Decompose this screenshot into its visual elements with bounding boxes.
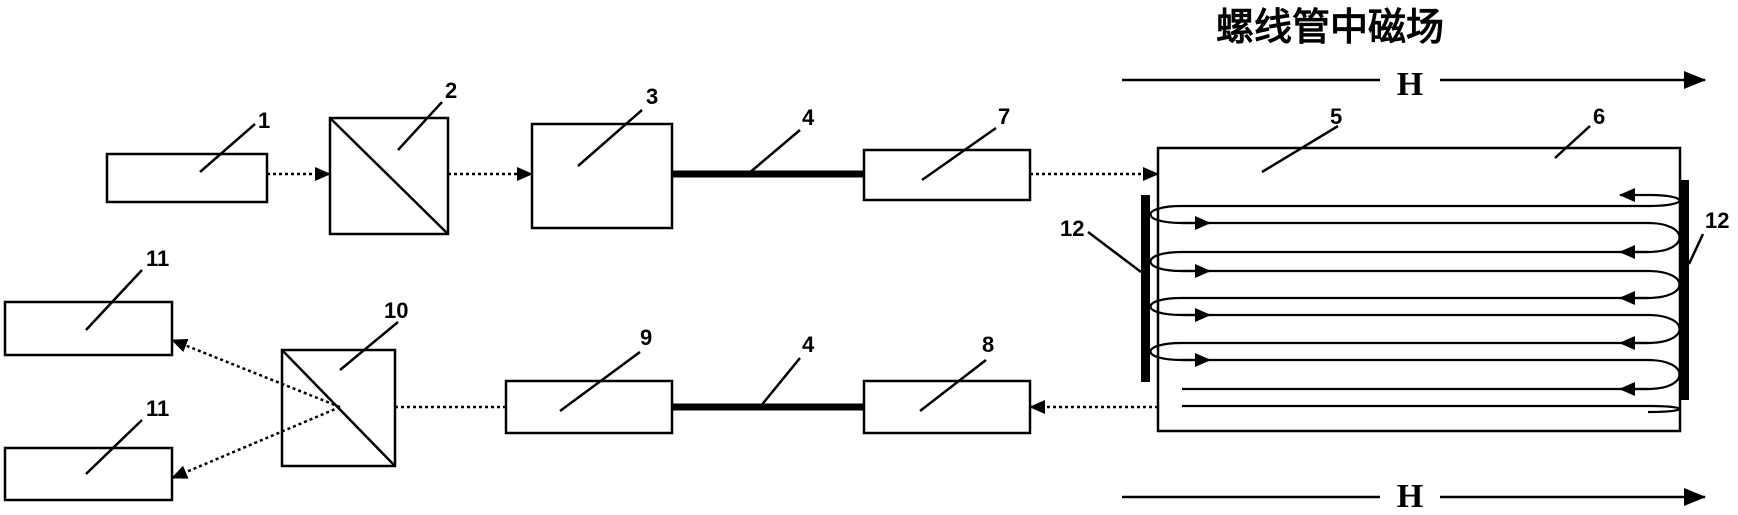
label-3: 3 — [646, 84, 658, 109]
label-5: 5 — [1330, 104, 1342, 129]
label-6: 6 — [1593, 104, 1605, 129]
leader-4a — [747, 129, 801, 175]
light-source-box — [105, 152, 269, 204]
field-label-bg-bottom — [1380, 478, 1440, 514]
leader-10 — [339, 321, 399, 371]
collimator-in-box — [862, 148, 1032, 202]
leader-12b — [1687, 233, 1705, 265]
fiber-coil — [1149, 188, 1681, 414]
end-plate-right — [1680, 180, 1689, 400]
field-label-bg-top — [1380, 62, 1440, 98]
leader-11a — [85, 269, 143, 331]
polarizer-diagonal — [329, 117, 449, 235]
detector-box-bottom — [3, 446, 174, 502]
label-11b: 11 — [146, 396, 169, 421]
leader-5 — [1261, 124, 1339, 174]
label-2: 2 — [445, 78, 457, 103]
leader-7 — [921, 126, 997, 182]
leader-9 — [559, 350, 641, 413]
leader-2 — [397, 101, 443, 151]
diagram-title: 螺线管中磁场 — [1216, 5, 1444, 49]
coupler-box — [530, 122, 674, 230]
label-11a: 11 — [146, 246, 169, 271]
label-4a: 4 — [802, 105, 815, 130]
label-12a: 12 — [1060, 216, 1084, 241]
label-12b: 12 — [1705, 208, 1729, 233]
leader-3 — [577, 109, 643, 167]
label-1: 1 — [258, 108, 270, 133]
leader-12a — [1087, 231, 1142, 273]
label-9: 9 — [640, 325, 652, 350]
label-7: 7 — [998, 104, 1010, 129]
label-10: 10 — [384, 298, 408, 323]
field-label-top: H — [1397, 66, 1423, 103]
leader-4b — [759, 357, 801, 408]
label-8: 8 — [982, 332, 994, 357]
field-label-bottom: H — [1397, 478, 1423, 515]
leader-11b — [85, 419, 143, 475]
leader-6 — [1554, 125, 1591, 159]
leader-8 — [919, 359, 987, 412]
leader-1 — [199, 123, 256, 173]
beam-10-11a — [171, 338, 341, 409]
end-plate-left — [1141, 195, 1150, 382]
beam-10-11b — [171, 405, 341, 480]
label-4b: 4 — [802, 332, 815, 357]
